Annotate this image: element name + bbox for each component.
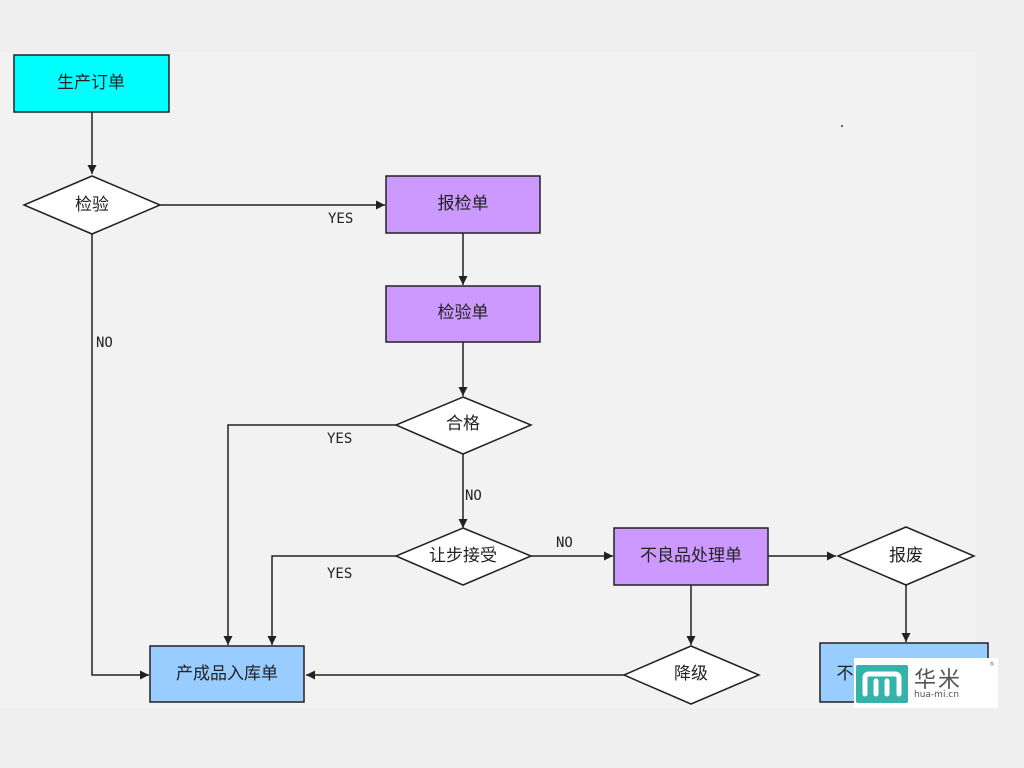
decision-downgrade-label: 降级 [674,664,708,684]
edge-qualified-yes [223,424,396,645]
decision-concession: 让步接受 [394,527,533,586]
decision-scrap: 报废 [836,526,976,586]
decision-inspect-label: 检验 [75,195,109,215]
decision-concession-label: 让步接受 [429,546,497,566]
node-defect-handling-label: 不良品处理单 [640,546,742,566]
edge-inspect-no [91,234,149,680]
huami-m-icon [856,665,908,703]
connectors [87,112,911,680]
decision-qualified-label: 合格 [446,414,480,434]
edge-concession-yes [267,555,396,645]
node-production-order-label: 生产订单 [57,73,125,93]
label-qualified-no: NO [465,488,482,504]
node-production-order: 生产订单 [13,54,170,113]
node-inspection-sheet: 检验单 [385,285,541,343]
node-inspection-request: 报检单 [385,175,541,234]
node-inspection-sheet-label: 检验单 [438,303,489,323]
stray-dot [841,125,843,127]
node-inspection-request-label: 报检单 [438,194,489,214]
decision-inspect: 检验 [22,175,162,235]
node-defect-handling: 不良品处理单 [613,527,769,586]
label-concession-yes: YES [327,566,352,582]
page-band [0,52,976,708]
registered-mark: ® [989,661,995,668]
node-finished-goods-receipt-label: 产成品入库单 [176,664,278,684]
huami-logo-name: 华米 [914,668,963,693]
decision-qualified: 合格 [394,396,533,455]
decision-scrap-label: 报废 [889,546,923,566]
decision-downgrade: 降级 [622,645,761,705]
node-partial-box-label: 不 [837,664,854,684]
label-inspect-no: NO [96,335,113,351]
node-finished-goods-receipt: 产成品入库单 [149,645,305,703]
huami-watermark-logo: 华米 hua-mi.cn ® [854,658,998,708]
label-concession-no: NO [556,535,573,551]
label-qualified-yes: YES [327,431,352,447]
label-inspect-yes: YES [328,211,353,227]
huami-logo-url: hua-mi.cn [914,690,959,700]
